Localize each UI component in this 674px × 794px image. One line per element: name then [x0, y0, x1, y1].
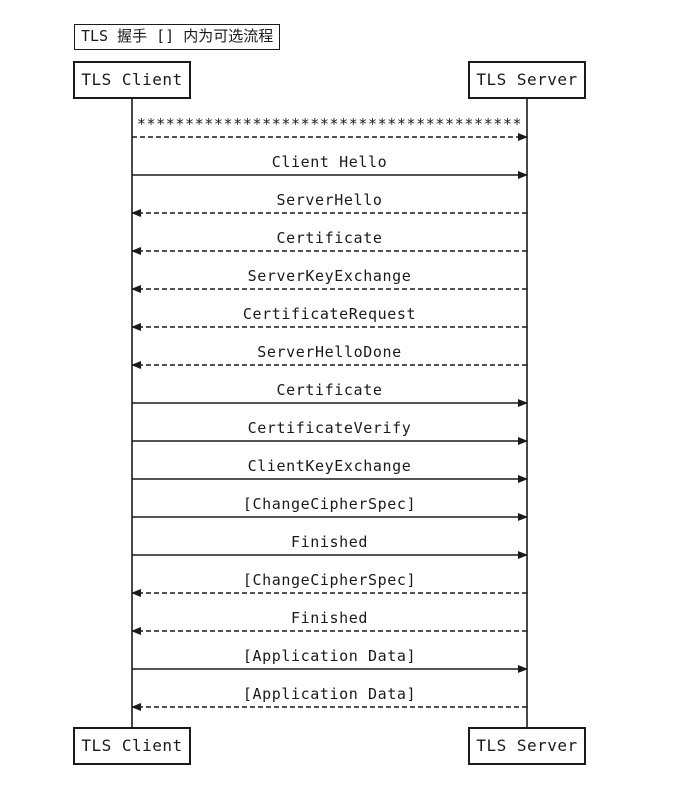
participant-client-bottom: TLS Client [73, 727, 191, 765]
participant-server-bottom: TLS Server [468, 727, 586, 765]
message-label: Finished [291, 533, 368, 551]
message-label: ClientKeyExchange [248, 457, 412, 475]
message-label: ServerHelloDone [257, 343, 401, 361]
message-label: [ChangeCipherSpec] [243, 571, 416, 589]
message-label: **************************************** [137, 115, 522, 133]
message-label: CertificateVerify [248, 419, 412, 437]
message-label: Finished [291, 609, 368, 627]
diagram-title: TLS 握手 [] 内为可选流程 [74, 24, 281, 50]
message-label: ServerHello [277, 191, 383, 209]
message-label: [Application Data] [243, 685, 416, 703]
participant-server-top: TLS Server [468, 61, 586, 99]
message-group: ****************************************… [131, 115, 528, 711]
message-label: Certificate [277, 381, 383, 399]
message-label: CertificateRequest [243, 305, 416, 323]
message-label: ServerKeyExchange [248, 267, 412, 285]
participant-client-top: TLS Client [73, 61, 191, 99]
message-label: [Application Data] [243, 647, 416, 665]
message-label: [ChangeCipherSpec] [243, 495, 416, 513]
message-label: Client Hello [272, 153, 388, 171]
message-label: Certificate [277, 229, 383, 247]
